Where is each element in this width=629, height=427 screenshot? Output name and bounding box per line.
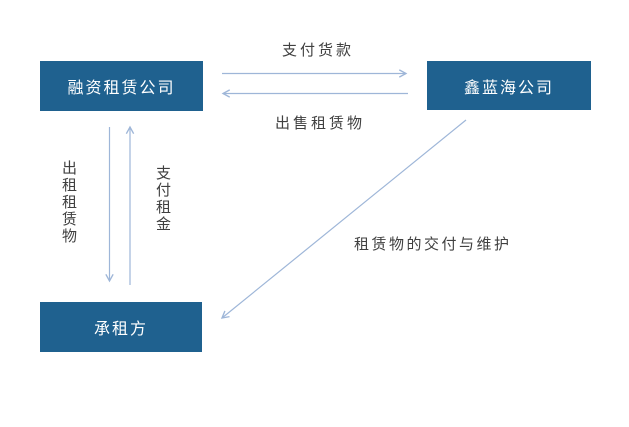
arrow-delivery-maintenance	[220, 119, 467, 319]
node-financial-leasing-company: 融资租赁公司	[40, 61, 203, 111]
edge-label-delivery-maintenance: 租赁物的交付与维护	[354, 236, 512, 253]
edge-label-pay-rent: 支付租金	[154, 165, 171, 233]
edge-label-pay-goods: 支付货款	[281, 42, 355, 59]
edge-label-sell-leased: 出售租赁物	[274, 115, 366, 132]
edge-label-lease-out: 出租租赁物	[60, 160, 77, 245]
node-xinlanhai-company: 鑫蓝海公司	[427, 61, 591, 110]
node-lessee: 承租方	[40, 302, 202, 352]
